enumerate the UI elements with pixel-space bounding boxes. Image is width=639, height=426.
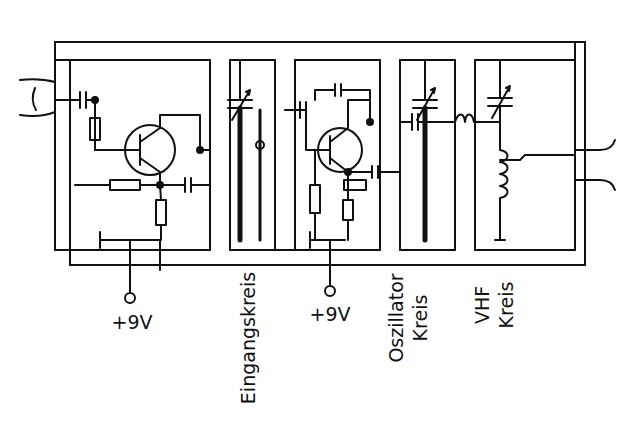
input-transistor — [75, 97, 210, 303]
oscillator-tank — [400, 60, 455, 240]
vhf-tank — [488, 60, 615, 240]
input-tank — [228, 60, 306, 240]
circuit-label: Oszillator Kreis — [384, 258, 432, 378]
input-connector — [20, 79, 95, 116]
circuit-label: Eingangskreis — [236, 272, 260, 404]
oscillator-transistor — [306, 84, 400, 296]
voltage-label: +9V — [309, 302, 350, 326]
shield-housing — [55, 42, 585, 265]
voltage-label: +9V — [111, 310, 152, 334]
circuit-label: VHF Kreis — [470, 270, 518, 340]
